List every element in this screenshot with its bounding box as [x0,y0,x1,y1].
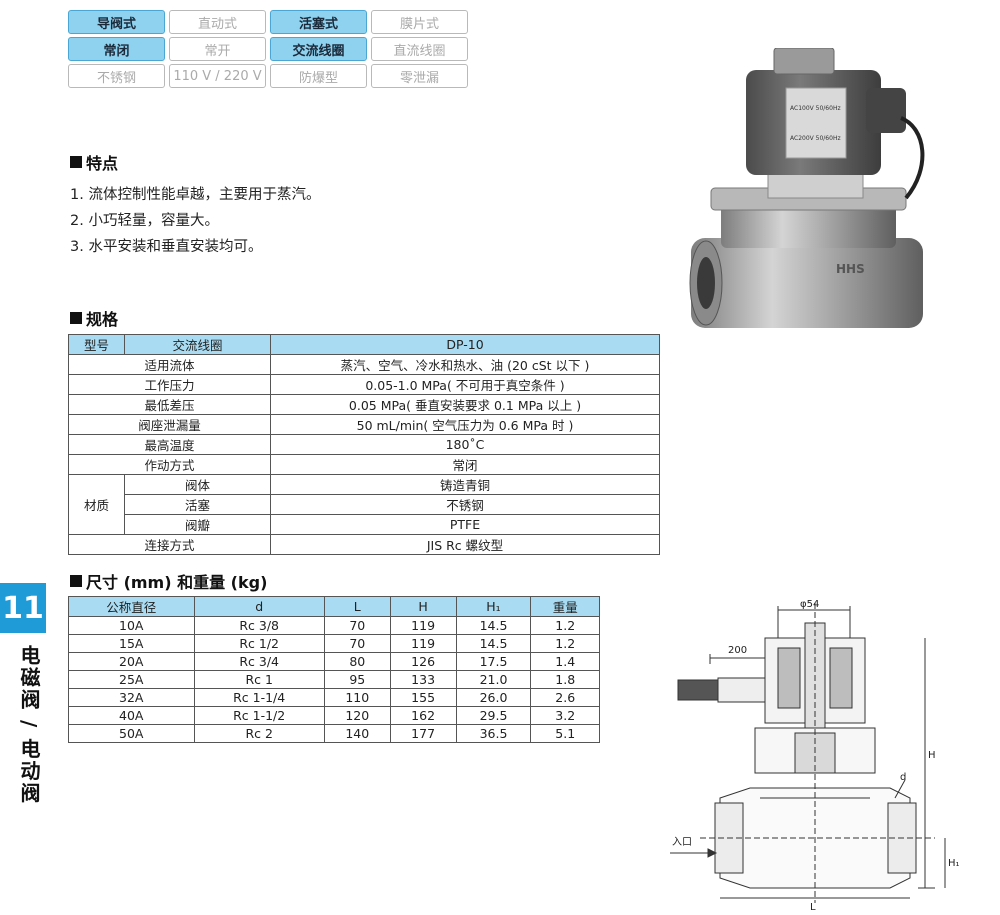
svg-text:AC100V 50/60Hz: AC100V 50/60Hz [790,105,841,112]
header-cell: 型号 [68,334,125,355]
tag-direct: 直动式 [169,10,266,34]
header-cell: 交流线圈 [124,334,271,355]
tag-normally-open: 常开 [169,37,266,61]
tag-pilot: 导阀式 [68,10,165,34]
chapter-number-tab: 11 [0,583,46,633]
feature-item: 1. 流体控制性能卓越，主要用于蒸汽。 [70,187,321,203]
svg-text:d: d [900,772,906,783]
header-cell: DP-10 [270,334,660,355]
svg-text:H₁: H₁ [948,858,960,869]
svg-text:φ54: φ54 [800,599,819,610]
tag-explosion-proof: 防爆型 [270,64,367,88]
dims-title: 尺寸 (mm) 和重量 (kg) [70,569,267,593]
table-row: 材质 阀体铸造青铜 [68,474,660,535]
svg-text:H: H [928,750,936,761]
tag-zero-leak: 零泄漏 [371,64,468,88]
valve-photo: HHS AC100V 50/60Hz AC200V 50/60Hz [689,48,925,328]
table-row: 活塞不锈钢 [69,494,660,515]
svg-text:AC200V 50/60Hz: AC200V 50/60Hz [790,135,841,142]
tag-dc-coil: 直流线圈 [371,37,468,61]
svg-text:L: L [810,902,816,910]
table-row: 作动方式常闭 [68,454,660,475]
features-title: 特点 [70,150,118,174]
table-row: 适用流体蒸汽、空气、冷水和热水、油 (20 cSt 以下 ) [68,354,660,375]
square-bullet-icon [70,156,82,168]
svg-text:200: 200 [728,645,747,656]
feature-item: 2. 小巧轻量，容量大。 [70,213,219,229]
tag-stainless: 不锈钢 [68,64,165,88]
body-mark: HHS [836,262,865,276]
svg-text:入口: 入口 [672,837,692,848]
table-header-row: 型号 交流线圈 DP-10 [68,334,660,355]
features-list: 1. 流体控制性能卓越，主要用于蒸汽。 2. 小巧轻量，容量大。 3. 水平安装… [70,182,320,260]
feature-item: 3. 水平安装和垂直安装均可。 [70,239,263,255]
feature-tag-grid: 导阀式 直动式 活塞式 膜片式 常闭 常开 交流线圈 直流线圈 不锈钢 110 … [68,10,468,88]
spec-title: 规格 [70,306,118,330]
square-bullet-icon [70,312,82,324]
valve-section-drawing: φ54 200 H H₁ d L 入口 [670,599,960,910]
tag-normally-closed: 常闭 [68,37,165,61]
square-bullet-icon [70,575,82,587]
spec-table: 型号 交流线圈 DP-10 适用流体蒸汽、空气、冷水和热水、油 (20 cSt … [68,334,660,555]
tag-voltage: 110 V / 220 V [169,64,266,88]
table-header-row: 公称直径 d L H H₁ 重量 [68,596,600,617]
tag-piston: 活塞式 [270,10,367,34]
tag-ac-coil: 交流线圈 [270,37,367,61]
material-cell: 材质 [68,474,125,535]
tag-diaphragm: 膜片式 [371,10,468,34]
chapter-title: 电磁阀 / 电动阀 [17,645,41,805]
